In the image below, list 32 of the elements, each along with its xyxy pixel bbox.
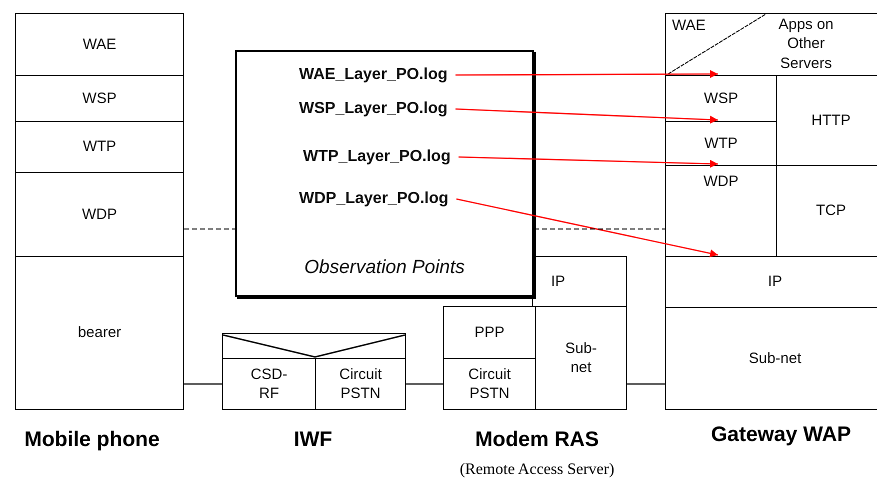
protocol-layer-cell: bearer xyxy=(15,256,184,410)
connector-line xyxy=(406,383,443,385)
dashed-line xyxy=(534,228,666,230)
connector-line xyxy=(627,383,665,385)
log-file-text: WAE_Layer_PO.log xyxy=(299,64,448,86)
protocol-layer-cell: IP xyxy=(532,256,627,307)
connector-line xyxy=(184,383,222,385)
protocol-layer-cell: Circuit PSTN xyxy=(315,358,406,410)
protocol-layer-cell: Circuit PSTN xyxy=(443,358,536,410)
protocol-layer-cell: Sub- net xyxy=(535,306,627,410)
protocol-layer-cell: Sub-net xyxy=(665,307,877,410)
protocol-layer-cell: WTP xyxy=(15,121,184,173)
dashed-line xyxy=(184,228,236,230)
box-title: Observation Points xyxy=(303,256,466,280)
device-subtitle: (Remote Access Server) xyxy=(460,461,614,479)
protocol-layer-cell: WAE xyxy=(15,13,184,76)
device-name: Mobile phone xyxy=(24,428,160,452)
log-file-text: WDP_Layer_PO.log xyxy=(299,188,448,210)
device-name: Gateway WAP xyxy=(710,423,852,447)
protocol-layer-cell: WSP xyxy=(15,75,184,122)
protocol-layer-cell: CSD- RF xyxy=(222,358,316,410)
log-file-text: WTP_Layer_PO.log xyxy=(303,146,451,168)
arrow xyxy=(456,70,718,78)
device-name: Modem RAS xyxy=(475,428,599,452)
observation-points-box xyxy=(235,50,534,297)
arrow xyxy=(455,108,718,124)
protocol-layer-cell: WDP xyxy=(15,172,184,257)
arrow xyxy=(456,198,718,258)
device-name: IWF xyxy=(294,428,332,452)
log-file-text: WSP_Layer_PO.log xyxy=(299,98,448,120)
protocol-layer-cell xyxy=(222,333,406,359)
arrow xyxy=(458,156,718,168)
